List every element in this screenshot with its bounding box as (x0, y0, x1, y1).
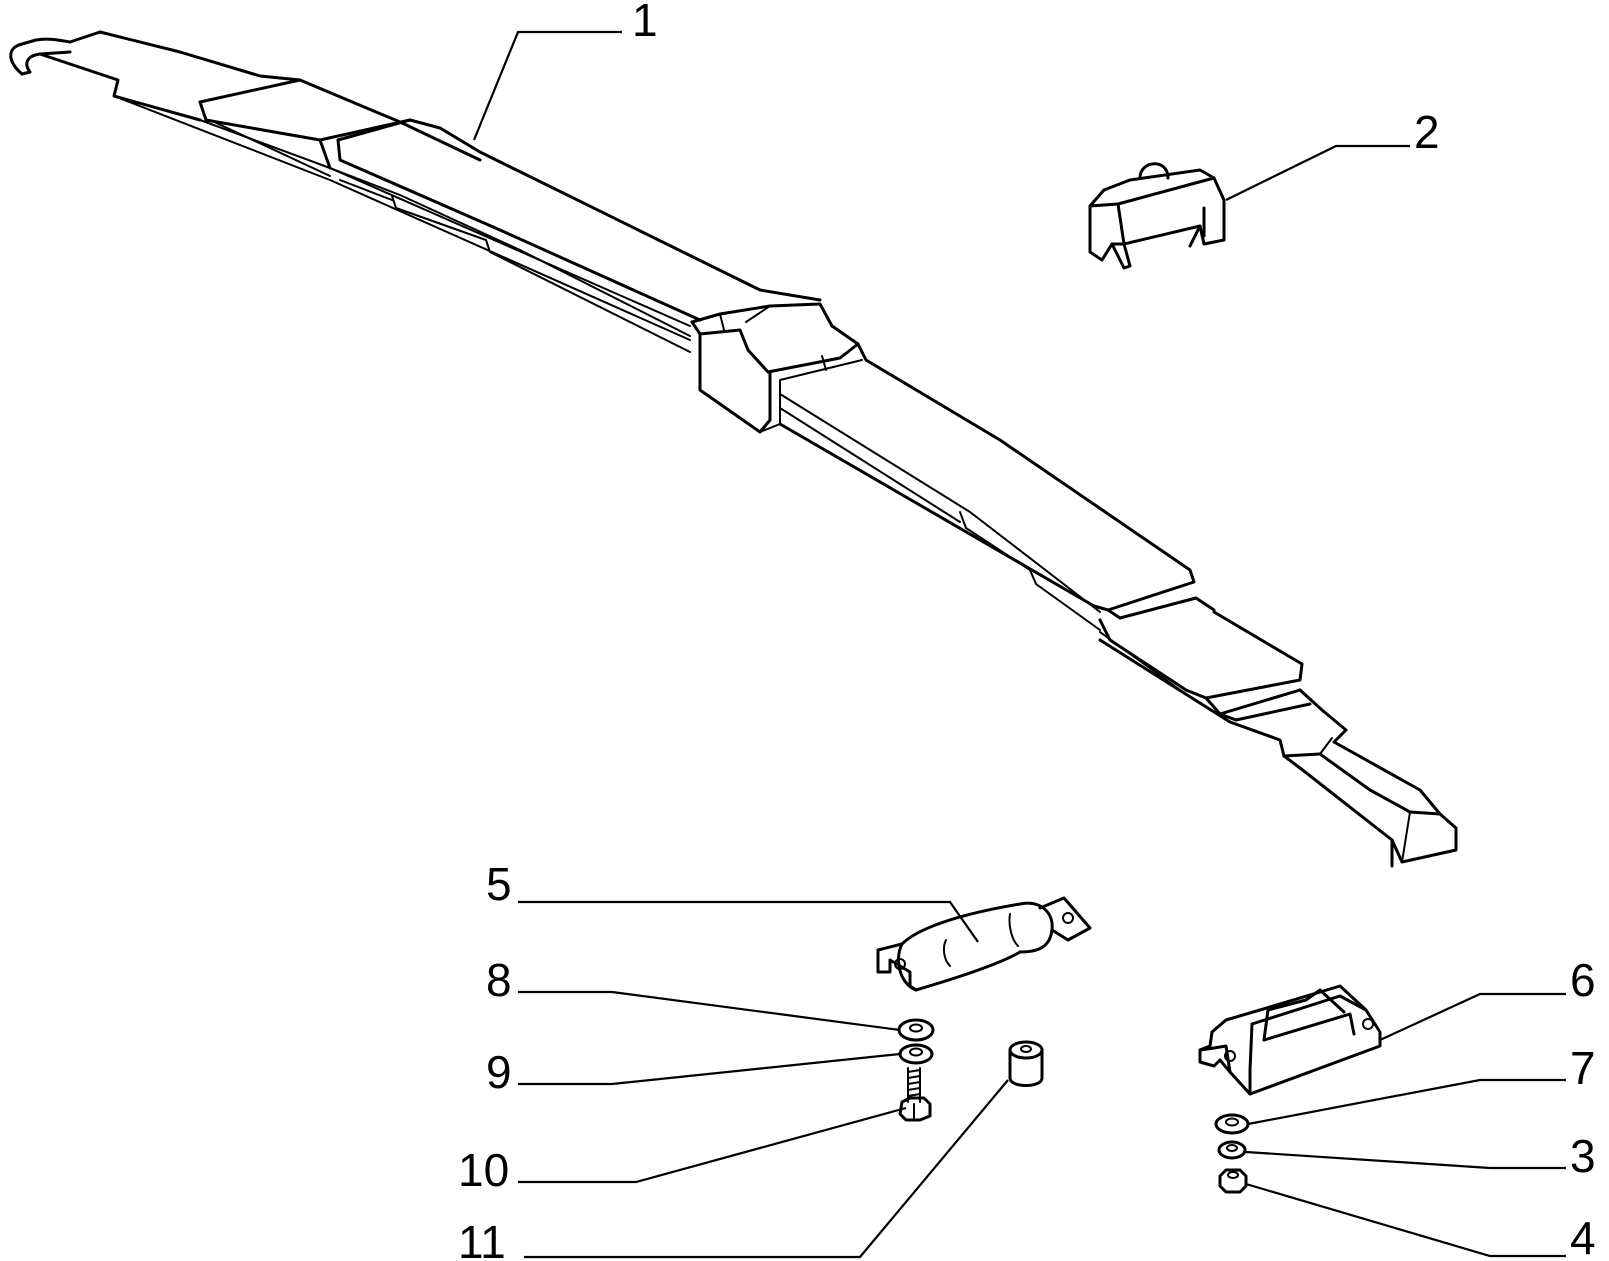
callout-8: 8 (486, 954, 512, 1006)
callout-4: 4 (1570, 1212, 1596, 1261)
leader-1 (472, 30, 622, 141)
callout-5: 5 (486, 858, 512, 910)
callout-10: 10 (458, 1144, 509, 1196)
leader-7 (1247, 1078, 1566, 1126)
callout-1: 1 (632, 0, 658, 46)
leader-3 (1245, 1150, 1566, 1170)
leader-6 (1379, 992, 1566, 1041)
callout-9: 9 (486, 1046, 512, 1098)
spring-seat-6 (1198, 984, 1382, 1096)
bump-stop (1088, 162, 1226, 270)
leader-11 (524, 1079, 1009, 1259)
bracket-5 (876, 896, 1092, 992)
leaf-spring (9, 30, 1458, 868)
spacer-11 (1008, 1040, 1044, 1087)
leader-10 (518, 1106, 907, 1184)
callout-6: 6 (1570, 954, 1596, 1006)
leader-2 (1225, 144, 1410, 201)
callout-2: 2 (1414, 106, 1440, 158)
lock-washer-3 (1217, 1140, 1247, 1160)
leader-8 (518, 990, 901, 1032)
leader-lines (472, 30, 1566, 1259)
callout-labels: 1 2 3 4 5 6 7 8 9 10 11 (458, 0, 1596, 1261)
washer-7 (1214, 1113, 1250, 1135)
bolt-10 (898, 1067, 932, 1122)
lock-washer-9 (898, 1043, 934, 1065)
leader-9 (518, 1052, 901, 1086)
callout-7: 7 (1570, 1042, 1596, 1094)
washer-8 (897, 1018, 935, 1042)
nut-4 (1218, 1168, 1248, 1194)
leader-4 (1245, 1182, 1566, 1258)
leader-5 (518, 900, 979, 943)
callout-11: 11 (458, 1216, 506, 1261)
callout-3: 3 (1570, 1130, 1596, 1182)
